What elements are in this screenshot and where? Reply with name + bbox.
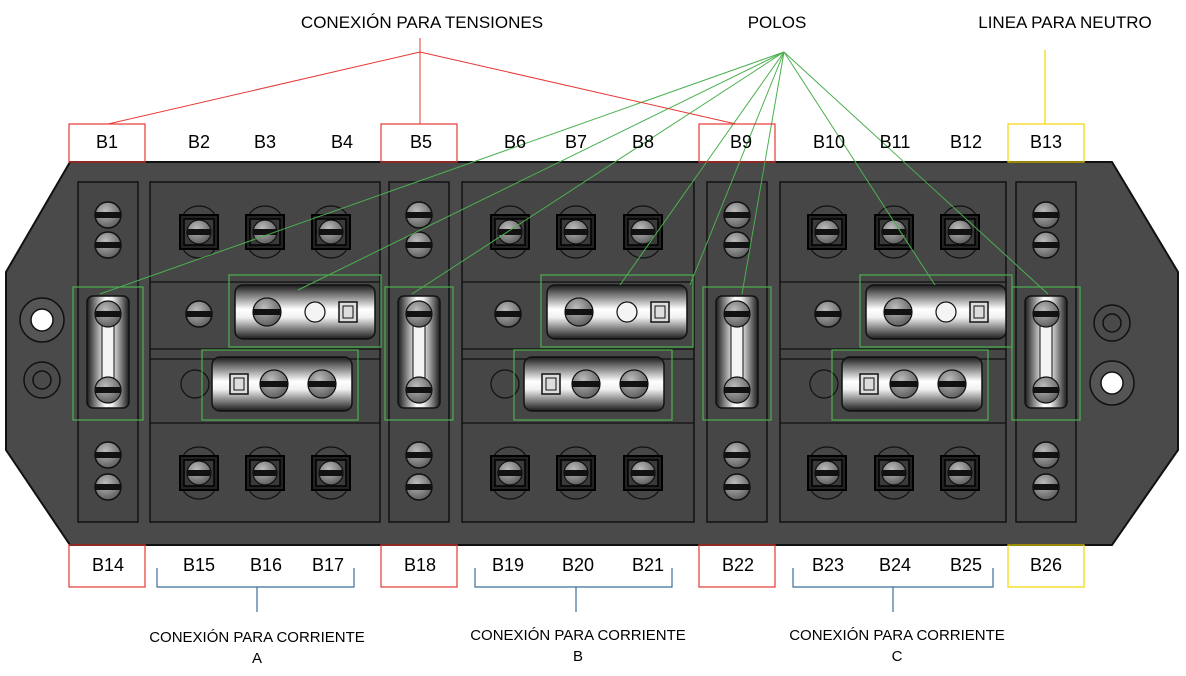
current-b-line2: B <box>573 648 583 665</box>
current-a-line1: CONEXIÓN PARA CORRIENTE <box>149 629 365 646</box>
terminal-label-b18: B18 <box>404 555 436 575</box>
terminal-label-b20: B20 <box>562 555 594 575</box>
terminal-label-b17: B17 <box>312 555 344 575</box>
current-connection-a-label: CONEXIÓN PARA CORRIENTE A <box>149 629 365 667</box>
terminal-label-b16: B16 <box>250 555 282 575</box>
current-a-line2: A <box>252 650 262 667</box>
terminal-label-b3: B3 <box>254 132 276 152</box>
top-terminal-labels: B1 B2 B3 B4 B5 B6 B7 B8 B9 B10 B11 B12 B… <box>96 132 1062 152</box>
terminal-label-b22: B22 <box>722 555 754 575</box>
voltage-connector-lines <box>107 38 737 125</box>
current-section-c <box>779 181 1007 523</box>
voltage-column-1 <box>77 181 139 523</box>
terminal-label-b11: B11 <box>880 132 911 152</box>
terminal-label-b10: B10 <box>813 132 845 152</box>
terminal-label-b12: B12 <box>950 132 982 152</box>
neutral-column <box>1015 181 1077 523</box>
terminal-label-b23: B23 <box>812 555 844 575</box>
neutral-line-label: LINEA PARA NEUTRO <box>978 13 1152 32</box>
current-brackets <box>156 568 994 612</box>
terminal-label-b14: B14 <box>92 555 124 575</box>
voltage-connection-label: CONEXIÓN PARA TENSIONES <box>301 13 543 32</box>
terminal-label-b25: B25 <box>950 555 982 575</box>
terminal-label-b13: B13 <box>1030 132 1062 152</box>
voltage-column-3 <box>706 181 768 523</box>
mounting-hole-right-top <box>1093 304 1131 342</box>
pole-highlight-boxes <box>72 274 1081 421</box>
current-connection-c-label: CONEXIÓN PARA CORRIENTE C <box>789 627 1005 665</box>
terminal-label-b8: B8 <box>632 132 654 152</box>
terminal-label-b21: B21 <box>632 555 664 575</box>
terminal-label-b15: B15 <box>183 555 215 575</box>
terminal-label-b24: B24 <box>879 555 911 575</box>
terminal-label-b1: B1 <box>96 132 118 152</box>
mounting-hole-right-bottom <box>1089 360 1135 406</box>
current-c-line1: CONEXIÓN PARA CORRIENTE <box>789 627 1005 644</box>
terminal-label-b4: B4 <box>331 132 353 152</box>
voltage-column-2 <box>388 181 450 523</box>
poles-connector-lines <box>99 51 1049 295</box>
poles-label: POLOS <box>748 13 807 32</box>
bottom-terminal-labels: B14 B15 B16 B17 B18 B19 B20 B21 B22 B23 … <box>92 555 1062 575</box>
terminal-label-b9: B9 <box>730 132 752 152</box>
current-section-a <box>149 181 381 523</box>
terminal-label-b2: B2 <box>188 132 210 152</box>
terminal-label-b7: B7 <box>565 132 587 152</box>
mounting-hole-left-top <box>19 297 65 343</box>
terminal-label-b19: B19 <box>492 555 524 575</box>
voltage-label-boxes <box>68 123 776 588</box>
neutral-label-boxes <box>1007 123 1085 588</box>
current-connection-b-label: CONEXIÓN PARA CORRIENTE B <box>470 627 686 665</box>
mounting-hole-left-bottom <box>23 361 61 399</box>
current-c-line2: C <box>892 648 903 665</box>
terminal-label-b6: B6 <box>504 132 526 152</box>
current-section-b <box>461 181 695 523</box>
terminal-label-b26: B26 <box>1030 555 1062 575</box>
terminal-label-b5: B5 <box>410 132 432 152</box>
current-b-line1: CONEXIÓN PARA CORRIENTE <box>470 627 686 644</box>
